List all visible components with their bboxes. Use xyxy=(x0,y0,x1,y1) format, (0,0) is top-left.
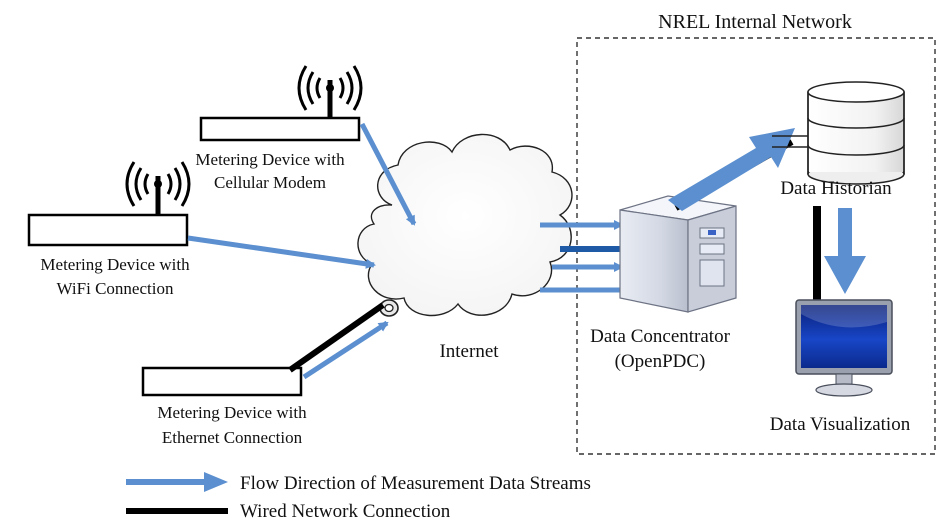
antenna-icon xyxy=(297,65,363,118)
cloud-icon xyxy=(357,133,573,317)
concentrator-label-line2: (OpenPDC) xyxy=(615,351,706,372)
cellular-device-label-line1: Metering Device with xyxy=(195,150,345,169)
cellular-device-label-line2: Cellular Modem xyxy=(214,173,326,192)
monitor-icon xyxy=(795,299,893,397)
visualization-label: Data Visualization xyxy=(770,414,911,435)
internet-label: Internet xyxy=(439,341,499,362)
legend: Flow Direction of Measurement Data Strea… xyxy=(126,472,591,521)
wifi-device-label-line2: WiFi Connection xyxy=(57,279,174,298)
ethernet-device xyxy=(141,366,303,397)
legend-flow-label: Flow Direction of Measurement Data Strea… xyxy=(240,473,591,494)
flow-arrow-to-visualization xyxy=(824,208,866,294)
flow-arrow-cellular xyxy=(359,122,417,226)
concentrator-label-line1: Data Concentrator xyxy=(590,326,730,347)
wifi-device-label-line1: Metering Device with xyxy=(40,255,190,274)
cellular-device xyxy=(199,65,363,142)
antenna-icon xyxy=(125,161,191,215)
legend-wired-label: Wired Network Connection xyxy=(240,501,451,521)
ethernet-port-icon xyxy=(379,299,399,317)
ethernet-device-label-line1: Metering Device with xyxy=(157,403,307,422)
server-icon xyxy=(619,195,737,313)
database-icon xyxy=(807,81,905,185)
wifi-device xyxy=(27,161,191,247)
flow-arrow-wifi xyxy=(187,235,376,269)
flow-arrow-to-historian xyxy=(668,128,795,211)
flow-arrow-ethernet xyxy=(302,320,389,380)
internal-network-title: NREL Internal Network xyxy=(658,11,852,33)
wired-line-ethernet xyxy=(288,302,385,373)
ethernet-device-label-line2: Ethernet Connection xyxy=(162,428,303,447)
historian-label: Data Historian xyxy=(780,178,892,199)
